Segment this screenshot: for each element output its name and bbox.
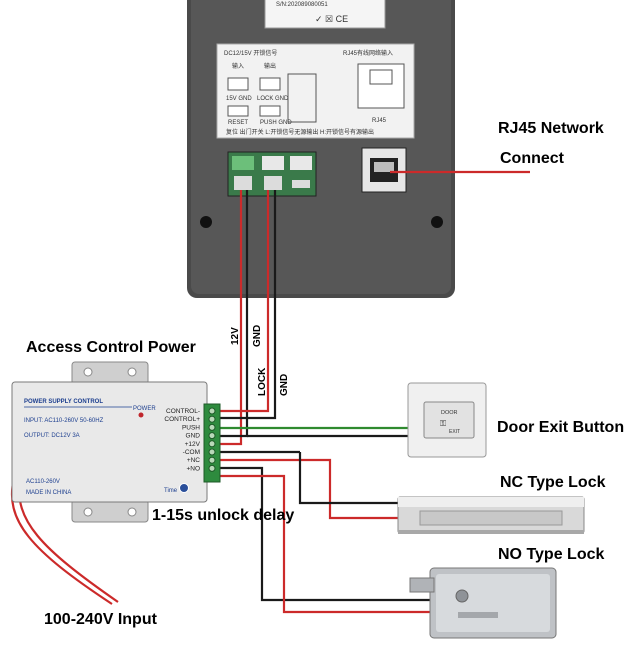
screw-icon — [200, 216, 212, 228]
pin-12v-label: 15V GND — [226, 96, 252, 102]
reset-label: RESET — [228, 120, 248, 126]
door-exit-button: DOOR ⚿ EXIT — [407, 382, 487, 458]
terminal-label: GND — [186, 433, 201, 440]
key-icon: ⚿ — [440, 419, 446, 428]
nc-lock-label: NC Type Lock — [500, 474, 606, 491]
access-power-label: Access Control Power — [26, 339, 196, 356]
terminal-label: +NC — [187, 457, 200, 464]
psu-input: INPUT: AC110-260V 50-60HZ — [24, 418, 104, 424]
push-gnd-label: PUSH GND — [260, 120, 292, 126]
rj45-label-line1: RJ45 Network — [498, 120, 604, 137]
panel-bottom-text: 复位 出门开关 L:开锁信号无源输出 H:开锁信号有源输出 — [226, 128, 374, 136]
terminal-label: CONTROL+ — [164, 416, 200, 423]
terminal-label: +NO — [186, 465, 200, 472]
terminal-screw-icon — [208, 456, 216, 464]
cert-marks: ✓ ☒ CE — [315, 14, 348, 24]
unlock-delay-label: 1-15s unlock delay — [152, 507, 294, 524]
terminal-screw-icon — [208, 407, 216, 415]
psu-made-in: MADE IN CHINA — [26, 490, 71, 496]
power-supply: POWER SUPPLY CONTROL INPUT: AC110-260V 5… — [11, 361, 221, 523]
access-control-panel: S/N:202089080051 ✓ ☒ CE DC12/15V 开锁信号 RJ… — [187, 0, 455, 298]
keyhole-icon — [455, 589, 469, 603]
rj45-label-line2: Connect — [500, 150, 565, 167]
screw-icon — [431, 216, 443, 228]
input-voltage-label: 100-240V Input — [44, 611, 158, 628]
psu-title: POWER SUPPLY CONTROL — [24, 399, 103, 405]
no-lock-label: NO Type Lock — [498, 546, 604, 563]
nc-type-lock — [397, 496, 585, 534]
wire-tag-gnd-mid: GND — [279, 374, 290, 396]
wire-tag-12v: 12V — [230, 327, 241, 345]
terminal-label: CONTROL- — [166, 408, 200, 415]
exit-button-bottom-text: EXIT — [449, 429, 460, 435]
terminal-screw-icon — [208, 423, 216, 431]
serial-number: S/N:202089080051 — [276, 2, 328, 8]
time-dial-icon[interactable] — [179, 483, 189, 493]
terminal-screw-icon — [208, 440, 216, 448]
terminal-label: PUSH — [182, 424, 200, 431]
output-label: 输出 — [264, 62, 276, 70]
terminal-screw-icon — [208, 464, 216, 472]
door-exit-label: Door Exit Button — [497, 419, 624, 436]
power-led-icon — [138, 412, 144, 418]
psu-output: OUTPUT: DC12V 3A — [24, 433, 80, 439]
wires — [10, 170, 530, 614]
rj45-chip-label: RJ45 — [372, 118, 387, 124]
no-type-lock — [409, 567, 557, 639]
input-label: 输入 — [232, 62, 244, 70]
terminal-screw-icon — [208, 448, 216, 456]
power-led-label: POWER — [133, 406, 156, 412]
terminal-label: +12V — [185, 441, 201, 448]
time-label: Time — [164, 488, 178, 494]
terminal-screw-icon — [208, 415, 216, 423]
wire-tag-gnd-top: GND — [252, 325, 263, 347]
exit-button-top-text: DOOR — [441, 410, 458, 416]
serial-sticker — [264, 0, 386, 29]
rj45-header: RJ45有线网络输入 — [343, 49, 393, 57]
terminal-screw-icon — [208, 432, 216, 440]
wire-tag-lock: LOCK — [257, 367, 268, 396]
terminal-label: -COM — [183, 449, 200, 456]
psu-ac-label: AC110-260V — [26, 479, 60, 485]
pin-lock-label: LOCK GND — [257, 96, 289, 102]
connector-header: DC12/15V 开锁信号 — [224, 49, 277, 57]
